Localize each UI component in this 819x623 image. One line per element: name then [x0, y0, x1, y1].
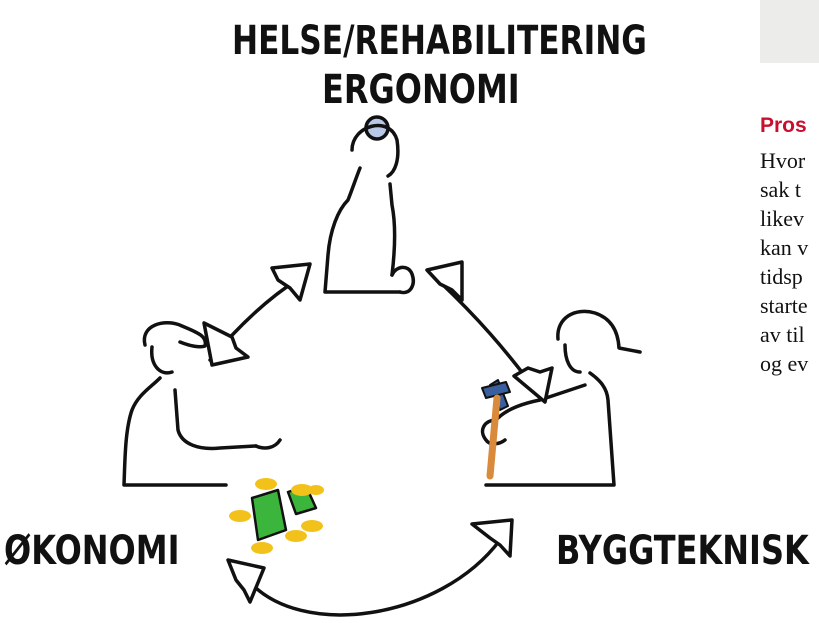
sidebar-line: kan v — [760, 235, 809, 260]
caption-building: BYGGTEKNISK — [556, 528, 809, 574]
caption-ergonomics: ERGONOMI — [322, 67, 520, 113]
caption-economy: ØKONOMI — [4, 528, 180, 574]
builder-figure — [480, 309, 642, 487]
arrow-bottom — [226, 518, 514, 617]
sidebar-line: tidsp — [760, 264, 803, 289]
sidebar-line: starte — [760, 293, 808, 318]
arrow-top-left — [202, 262, 312, 367]
sidebar-line: sak t — [760, 177, 801, 202]
economist-figure — [122, 321, 282, 487]
coins-icon — [229, 478, 324, 554]
hammer-icon — [481, 379, 511, 480]
sidebar-line: og ev — [760, 351, 809, 376]
health-worker-figure — [323, 115, 415, 295]
sidebar-line: likev — [760, 206, 804, 231]
sidebar-line: Hvor — [760, 148, 806, 173]
arrow-top-right — [425, 260, 554, 404]
grey-panel — [760, 0, 819, 63]
sidebar-line: av til — [760, 322, 805, 347]
sidebar-text: Hvor sak t likev kan v tidsp starte av t… — [760, 146, 808, 378]
caption-health: HELSE/REHABILITERING — [232, 18, 647, 64]
sidebar-heading: Pros — [760, 114, 807, 137]
